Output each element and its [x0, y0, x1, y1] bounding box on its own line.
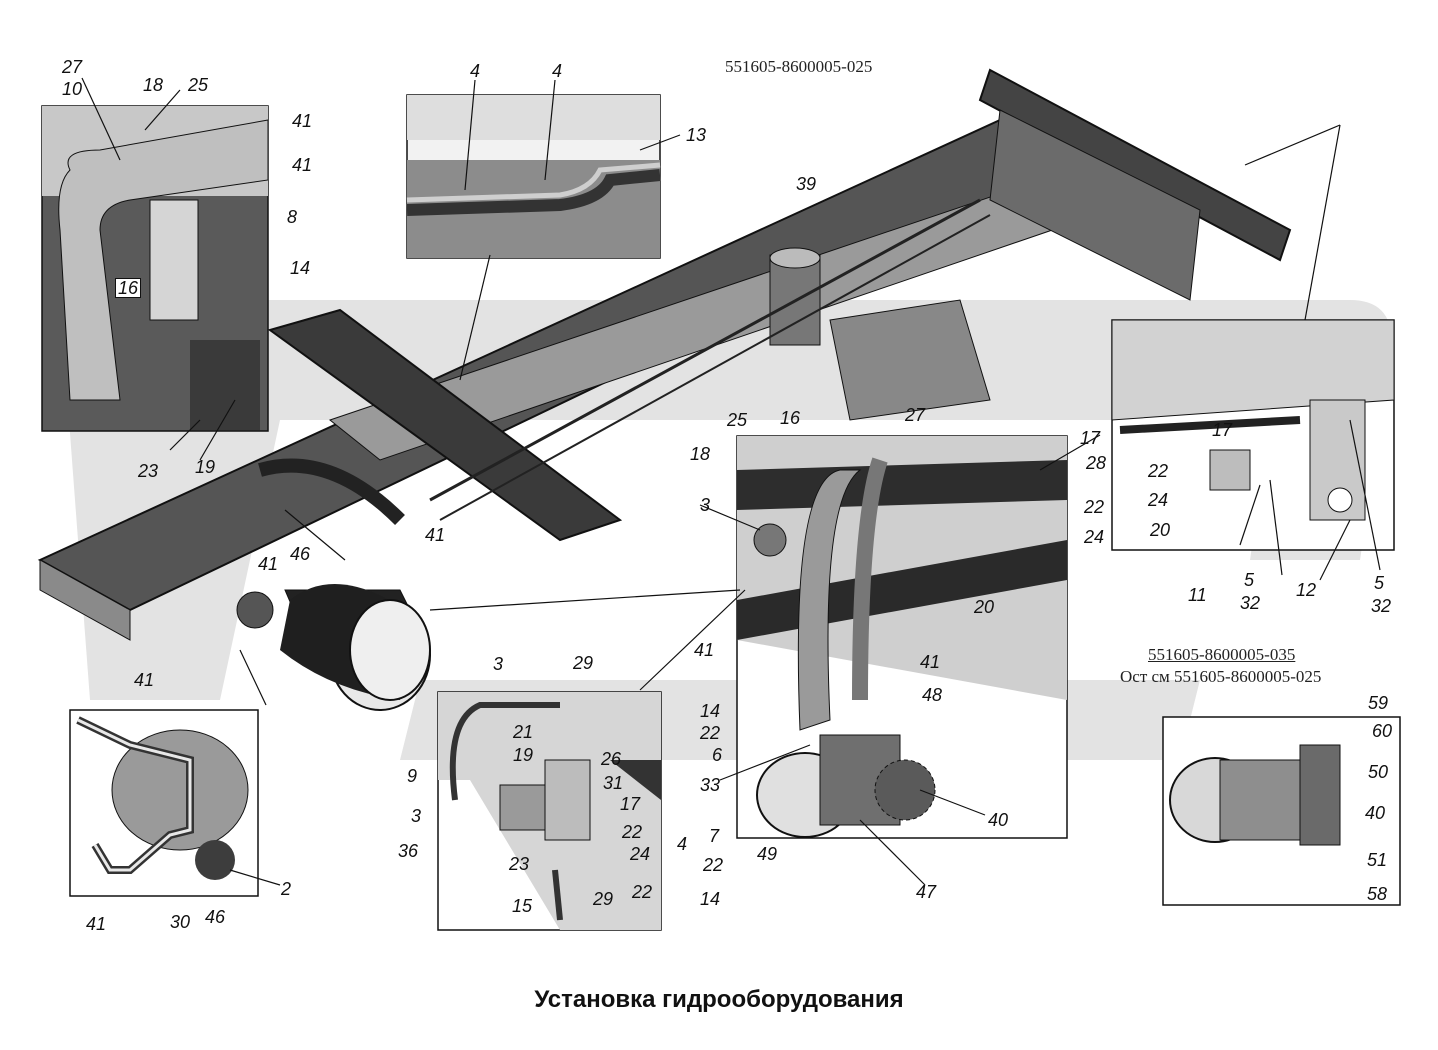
callout-label: 4	[470, 61, 481, 81]
callout-label: 18	[690, 444, 711, 464]
drawing-code-alt: 551605-8600005-035	[1148, 645, 1296, 664]
callout-label: 47	[916, 882, 937, 902]
callout-label: 40	[1365, 803, 1386, 823]
callout-label: 48	[922, 685, 943, 705]
callout-label: 4	[552, 61, 563, 81]
callout-label: 41	[920, 652, 941, 672]
callout-label: 16	[115, 278, 142, 298]
callout-label: 17	[620, 794, 641, 814]
callout-label: 22	[1148, 461, 1169, 481]
callout-label: 3	[411, 806, 422, 826]
callout-label: 22	[632, 882, 653, 902]
hydraulic-pump-main	[236, 458, 431, 711]
callout-label: 20	[974, 597, 995, 617]
callout-label: 31	[603, 773, 624, 793]
callout-label: 50	[1368, 762, 1389, 782]
callout-label: 29	[593, 889, 614, 909]
callout-label: 14	[700, 701, 721, 721]
page-title: Установка гидрооборудования	[534, 986, 904, 1013]
callout-label: 14	[290, 258, 311, 278]
callout-label: 32	[1371, 596, 1392, 616]
callout-label: 27	[62, 57, 83, 77]
callout-label: 5	[1244, 570, 1255, 590]
drawing-code-ref: Ост см 551605-8600005-025	[1120, 667, 1322, 686]
callout-label: 39	[796, 174, 817, 194]
callout-label: 3	[700, 495, 711, 515]
callout-label: 19	[513, 745, 534, 765]
callout-label: 41	[425, 525, 446, 545]
callout-label: 18	[143, 75, 164, 95]
callout-label: 28	[1086, 453, 1107, 473]
callout-label: 25	[727, 410, 748, 430]
callout-label: 17	[1212, 420, 1233, 440]
callout-label: 46	[205, 907, 226, 927]
callout-label: 32	[1240, 593, 1261, 613]
callout-label: 9	[407, 766, 418, 786]
callout-label: 41	[86, 914, 107, 934]
callout-label: 46	[290, 544, 311, 564]
callout-label: 27	[905, 405, 926, 425]
callout-label: 29	[573, 653, 594, 673]
callout-label: 22	[1084, 497, 1105, 517]
callout-label: 4	[677, 834, 688, 854]
detail-panel-top-center	[406, 94, 661, 259]
callout-label: 5	[1374, 573, 1385, 593]
callout-label: 22	[703, 855, 724, 875]
drawing-code-top: 551605-8600005-025	[725, 57, 873, 76]
callout-label: 13	[686, 125, 707, 145]
detail-panel-bottom-right	[1162, 716, 1401, 906]
detail-panel-bottom-center	[437, 691, 662, 931]
callout-label: 41	[258, 554, 279, 574]
callout-label: 60	[1372, 721, 1393, 741]
callout-label: 49	[757, 844, 778, 864]
callout-label: 8	[287, 207, 298, 227]
callout-label: 10	[62, 79, 83, 99]
detail-panel-right	[1111, 319, 1395, 551]
callout-label: 24	[1148, 490, 1169, 510]
callout-label: 41	[694, 640, 715, 660]
detail-panel-bottom-left	[69, 709, 259, 897]
leader-lines	[81, 77, 1381, 886]
callout-label: 26	[601, 749, 622, 769]
detail-panel-top-left	[41, 105, 269, 432]
callout-label: 3	[493, 654, 504, 674]
callout-label: 24	[1084, 527, 1105, 547]
callout-label: 21	[513, 722, 534, 742]
detail-panel-center	[736, 435, 1068, 839]
callout-label: 41	[292, 155, 313, 175]
callout-label: 58	[1367, 884, 1388, 904]
callout-label: 51	[1367, 850, 1388, 870]
callout-label: 40	[988, 810, 1009, 830]
callout-label: 30	[170, 912, 191, 932]
chassis-frame	[37, 68, 1292, 641]
callout-label: 23	[509, 854, 530, 874]
callout-label: 11	[1188, 585, 1207, 605]
callout-label: 41	[292, 111, 313, 131]
callout-label: 41	[134, 670, 155, 690]
callout-label: 36	[398, 841, 419, 861]
callout-label: 2	[281, 879, 292, 899]
callout-label: 22	[622, 822, 643, 842]
callout-label: 14	[700, 889, 721, 909]
callout-label: 17	[1080, 428, 1101, 448]
callout-label: 16	[780, 408, 801, 428]
callout-label: 20	[1150, 520, 1171, 540]
callout-label: 33	[700, 775, 721, 795]
callout-label: 19	[195, 457, 216, 477]
callout-label: 25	[188, 75, 209, 95]
callout-label: 24	[630, 844, 651, 864]
callout-label: 12	[1296, 580, 1317, 600]
callout-label: 22	[700, 723, 721, 743]
callout-label: 59	[1368, 693, 1389, 713]
callout-label: 15	[512, 896, 533, 916]
callout-label: 7	[709, 826, 720, 846]
callout-label: 23	[138, 461, 159, 481]
callout-label: 6	[712, 745, 723, 765]
